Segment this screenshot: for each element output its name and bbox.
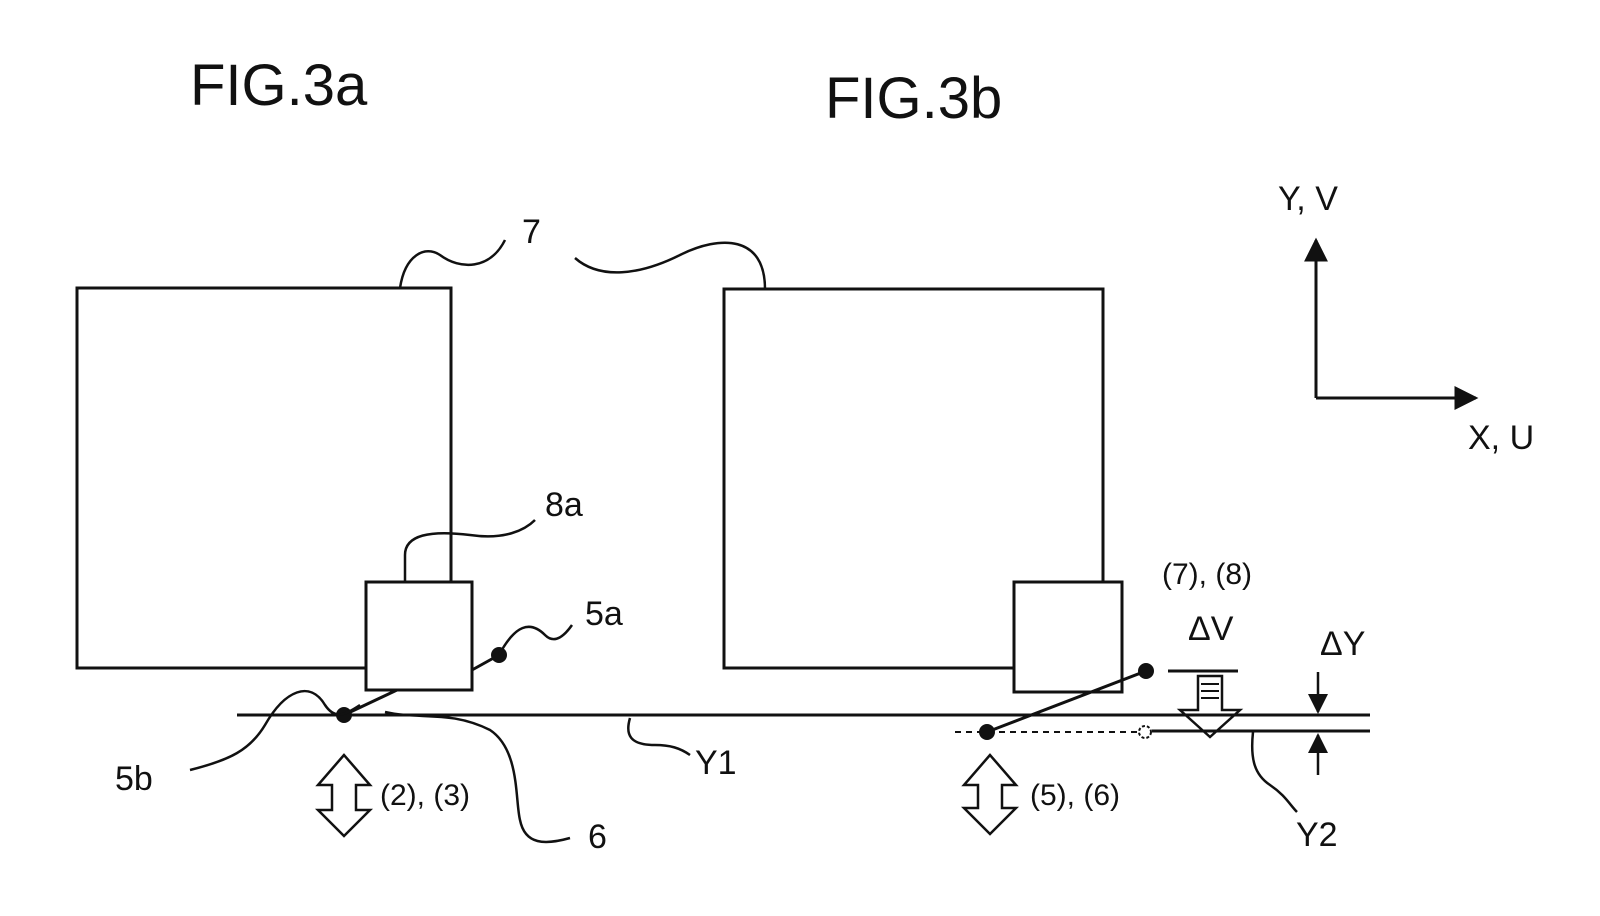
ref-5b: 5b: [115, 760, 153, 798]
sensor-8a: [366, 582, 472, 690]
ref-5a: 5a: [585, 595, 623, 633]
label-motion-a: (2), (3): [380, 779, 470, 812]
ref-6: 6: [588, 818, 607, 856]
leader-5a: [499, 625, 572, 655]
label-delta-y: ΔY: [1320, 625, 1365, 663]
point-shifted-5a: [1138, 663, 1154, 679]
y-axis-label: Y, V: [1278, 180, 1338, 218]
label-y2: Y2: [1296, 816, 1338, 854]
fig-3a-title: FIG.3a: [190, 53, 368, 118]
leader-5b: [190, 691, 360, 770]
ref-7: 7: [522, 213, 541, 251]
label-motion-b: (5), (6): [1030, 779, 1120, 812]
projected-point: [1139, 726, 1151, 738]
label-delta-v: ΔV: [1188, 610, 1234, 648]
leader-7-a: [400, 240, 505, 288]
ref-8a: 8a: [545, 486, 583, 524]
fig-3b-title: FIG.3b: [825, 66, 1002, 131]
label-correction-eq: (7), (8): [1162, 558, 1252, 591]
double-arrow-b: [964, 755, 1016, 834]
sensor-8b: [1014, 582, 1122, 692]
leader-y1: [628, 718, 690, 755]
leader-7-b: [575, 243, 765, 289]
double-arrow-a: [318, 755, 370, 836]
label-y1: Y1: [695, 744, 737, 782]
leader-y2: [1252, 732, 1297, 812]
delta-v-arrow: [1180, 676, 1240, 737]
x-axis-label: X, U: [1468, 419, 1534, 457]
axes-indicator: Y, V X, U: [1278, 180, 1534, 457]
leader-6: [385, 712, 570, 842]
